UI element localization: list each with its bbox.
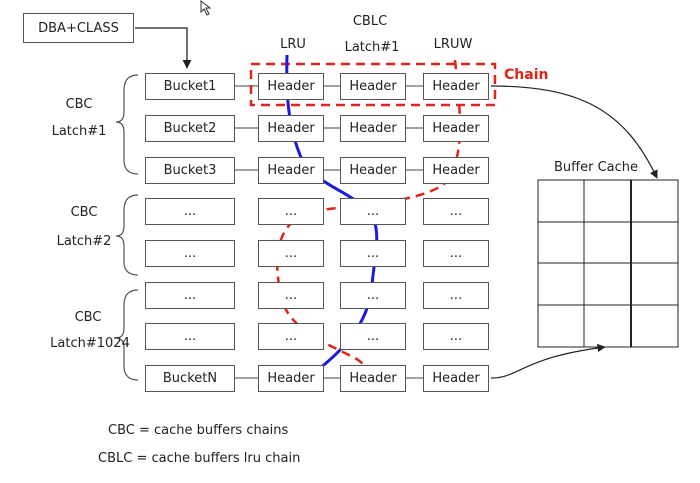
lru-label: LRU [280,37,306,52]
header-box: ... [340,323,406,350]
buffer-cache-grid [537,179,679,348]
cbc-group-1-latch: Latch#1 [51,124,107,139]
buffer-cache-title: Buffer Cache [553,160,639,175]
cbc-group-3-title: CBC [74,310,102,325]
dba-class-arrow [135,27,192,69]
header-box: Header [423,73,489,100]
row-connectors [235,85,423,379]
lruw-label: LRUW [433,37,473,52]
header-box: Header [423,157,489,184]
cblc-latch-label: Latch#1 [344,40,400,55]
header-box: ... [340,198,406,225]
bucket-box: BucketN [145,365,235,392]
bucket-box: ... [145,282,235,309]
bucketn-to-cache-arrow [490,343,606,379]
dba-class-box: DBA+CLASS [23,13,134,43]
cbc-group-2-title: CBC [70,205,98,220]
header-box: ... [340,282,406,309]
header-box: ... [258,198,324,225]
header-box: ... [258,282,324,309]
header-box: ... [340,240,406,267]
header-box: ... [258,323,324,350]
bucket-box: Bucket2 [145,115,235,142]
header-box: Header [258,115,324,142]
cbc-group-1-title: CBC [65,97,93,112]
bucket-box: ... [145,323,235,350]
mouse-cursor-icon [200,0,212,16]
header-box: Header [340,73,406,100]
chain-label: Chain [504,67,549,83]
header-box: Header [340,157,406,184]
header-box: ... [423,198,489,225]
bucket-box: Bucket1 [145,73,235,100]
bucket-box: Bucket3 [145,157,235,184]
header-box: Header [340,115,406,142]
header-box: Header [258,73,324,100]
header-box: Header [340,365,406,392]
header-box: ... [423,240,489,267]
header-box: ... [423,282,489,309]
header-box: ... [258,240,324,267]
header-box: Header [423,115,489,142]
lruw-line [275,59,462,381]
header-box: Header [423,365,489,392]
legend-cbc: CBC = cache buffers chains [108,423,289,438]
cbc-group-2-latch: Latch#2 [56,234,112,249]
cbc-braces [115,74,139,381]
chain-highlight-box [249,62,497,107]
bucket-box: ... [145,198,235,225]
legend-cblc: CBLC = cache buffers lru chain [98,451,301,466]
cbc-group-3-latch: Latch#1024 [50,336,130,351]
cblc-title: CBLC [352,14,388,29]
bucket-box: ... [145,240,235,267]
header-box: Header [258,365,324,392]
header-box: ... [423,323,489,350]
chain-to-cache-arrow [490,85,658,179]
header-box: Header [258,157,324,184]
